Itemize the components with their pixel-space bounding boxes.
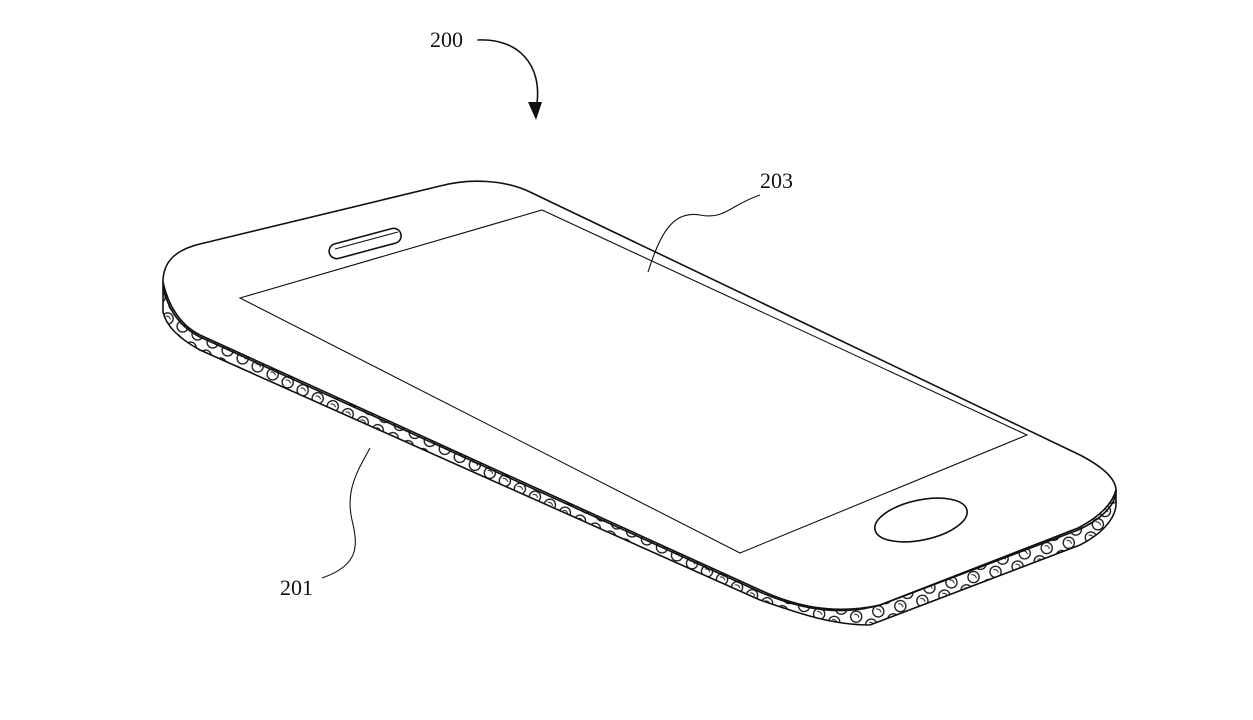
housing-side-band bbox=[163, 282, 1116, 625]
arrowhead-200 bbox=[528, 102, 542, 120]
home-button bbox=[871, 491, 971, 550]
earpiece-slot bbox=[327, 227, 402, 261]
leader-line-201 bbox=[322, 448, 370, 578]
reference-numeral-200: 200 bbox=[430, 27, 463, 52]
reference-numeral-203: 203 bbox=[760, 168, 793, 193]
leader-line-203 bbox=[648, 195, 760, 272]
leader-arrow-200 bbox=[478, 40, 538, 110]
reference-numeral-201: 201 bbox=[280, 575, 313, 600]
display-screen bbox=[240, 210, 1027, 553]
